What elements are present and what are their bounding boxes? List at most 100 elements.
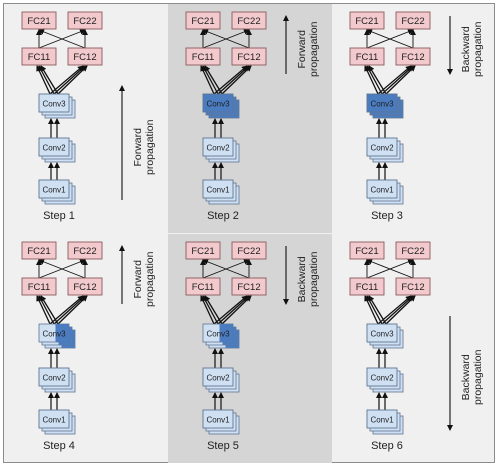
fc22-layer-label: FC22 <box>73 16 96 27</box>
direction-label-line: propagation <box>308 251 320 307</box>
fc11-layer: FC11 <box>349 47 385 66</box>
fc21-layer-label: FC21 <box>191 246 214 257</box>
fc12-layer: FC12 <box>231 47 267 66</box>
conv2-layer: Conv2 <box>366 367 404 393</box>
step-label: Step 6 <box>371 440 403 452</box>
step-label: Step 3 <box>371 210 403 222</box>
fc12-layer: FC12 <box>67 47 103 66</box>
fc22-layer-label: FC22 <box>73 246 96 257</box>
conv3-layer-label: Conv3 <box>370 330 394 339</box>
direction-label-line: propagation <box>472 349 484 405</box>
fc11-layer-label: FC11 <box>192 52 215 63</box>
direction-label-line: Backward <box>460 26 472 73</box>
conv1-layer: Conv1 <box>202 179 240 205</box>
fc22-layer: FC22 <box>67 11 103 30</box>
fc21-layer-label: FC21 <box>355 16 378 27</box>
conv2-layer-label: Conv2 <box>206 374 230 383</box>
direction-label-line: propagation <box>144 119 156 175</box>
fc21-layer: FC21 <box>21 11 57 30</box>
conv2-layer: Conv2 <box>366 137 404 163</box>
fc11-layer: FC11 <box>185 47 221 66</box>
fc21-layer-label: FC21 <box>191 16 214 27</box>
fc11-layer-label: FC11 <box>28 282 51 293</box>
conv2-layer-label: Conv2 <box>206 144 230 153</box>
fc12-layer-label: FC12 <box>73 52 96 63</box>
fc12-layer: FC12 <box>231 277 267 296</box>
fc22-layer: FC22 <box>395 11 431 30</box>
conv1-layer: Conv1 <box>366 179 404 205</box>
fc21-layer: FC21 <box>21 241 57 260</box>
fc22-layer-label: FC22 <box>237 16 260 27</box>
conv1-layer-label: Conv1 <box>370 416 394 425</box>
direction-label-line: Forward <box>296 30 308 69</box>
fc11-layer-label: FC11 <box>192 282 215 293</box>
fc21-layer-label: FC21 <box>355 246 378 257</box>
fc21-layer: FC21 <box>349 11 385 30</box>
conv2-layer: Conv2 <box>38 137 76 163</box>
conv1-layer-label: Conv1 <box>42 416 66 425</box>
conv3-layer: Conv3 <box>202 93 240 119</box>
direction-label-line: propagation <box>308 21 320 77</box>
conv2-layer-label: Conv2 <box>42 144 66 153</box>
direction-label-line: Forward <box>132 128 144 167</box>
conv3-layer: Conv3 <box>366 93 404 119</box>
conv3-layer: Conv3 <box>38 93 76 119</box>
fc11-layer: FC11 <box>185 277 221 296</box>
conv3-layer-label: Conv3 <box>206 330 230 339</box>
direction-label-line: Backward <box>460 354 472 401</box>
fc12-layer-label: FC12 <box>237 52 260 63</box>
fc21-layer-label: FC21 <box>27 246 50 257</box>
fc12-layer: FC12 <box>395 47 431 66</box>
conv1-layer-label: Conv1 <box>206 186 230 195</box>
conv2-layer-label: Conv2 <box>370 144 394 153</box>
fc22-layer-label: FC22 <box>237 246 260 257</box>
conv1-layer-label: Conv1 <box>206 416 230 425</box>
direction-label-line: propagation <box>472 21 484 77</box>
conv2-layer: Conv2 <box>202 367 240 393</box>
conv1-layer: Conv1 <box>202 409 240 435</box>
conv2-layer: Conv2 <box>202 137 240 163</box>
fc21-layer: FC21 <box>349 241 385 260</box>
fc21-layer: FC21 <box>185 11 221 30</box>
conv3-layer-label: Conv3 <box>370 100 394 109</box>
fc12-layer-label: FC12 <box>401 52 424 63</box>
step-label: Step 4 <box>43 440 75 452</box>
step-label: Step 2 <box>207 210 239 222</box>
conv3-layer-label: Conv3 <box>42 100 66 109</box>
fc11-layer-label: FC11 <box>356 282 379 293</box>
fc12-layer-label: FC12 <box>237 282 260 293</box>
direction-label-line: Forward <box>132 260 144 299</box>
conv1-layer-label: Conv1 <box>370 186 394 195</box>
conv1-layer: Conv1 <box>38 179 76 205</box>
step-label: Step 5 <box>207 440 239 452</box>
conv1-layer: Conv1 <box>366 409 404 435</box>
conv1-layer: Conv1 <box>38 409 76 435</box>
conv2-layer: Conv2 <box>38 367 76 393</box>
conv2-layer-label: Conv2 <box>370 374 394 383</box>
fc12-layer: FC12 <box>67 277 103 296</box>
fc12-layer: FC12 <box>395 277 431 296</box>
fc22-layer-label: FC22 <box>401 246 424 257</box>
fc21-layer: FC21 <box>185 241 221 260</box>
conv3-layer: Conv3 <box>366 323 404 349</box>
fc12-layer-label: FC12 <box>73 282 96 293</box>
conv2-layer-label: Conv2 <box>42 374 66 383</box>
direction-label-line: Backward <box>296 256 308 303</box>
step-label: Step 1 <box>43 210 75 222</box>
fc12-layer-label: FC12 <box>401 282 424 293</box>
conv1-layer-label: Conv1 <box>42 186 66 195</box>
